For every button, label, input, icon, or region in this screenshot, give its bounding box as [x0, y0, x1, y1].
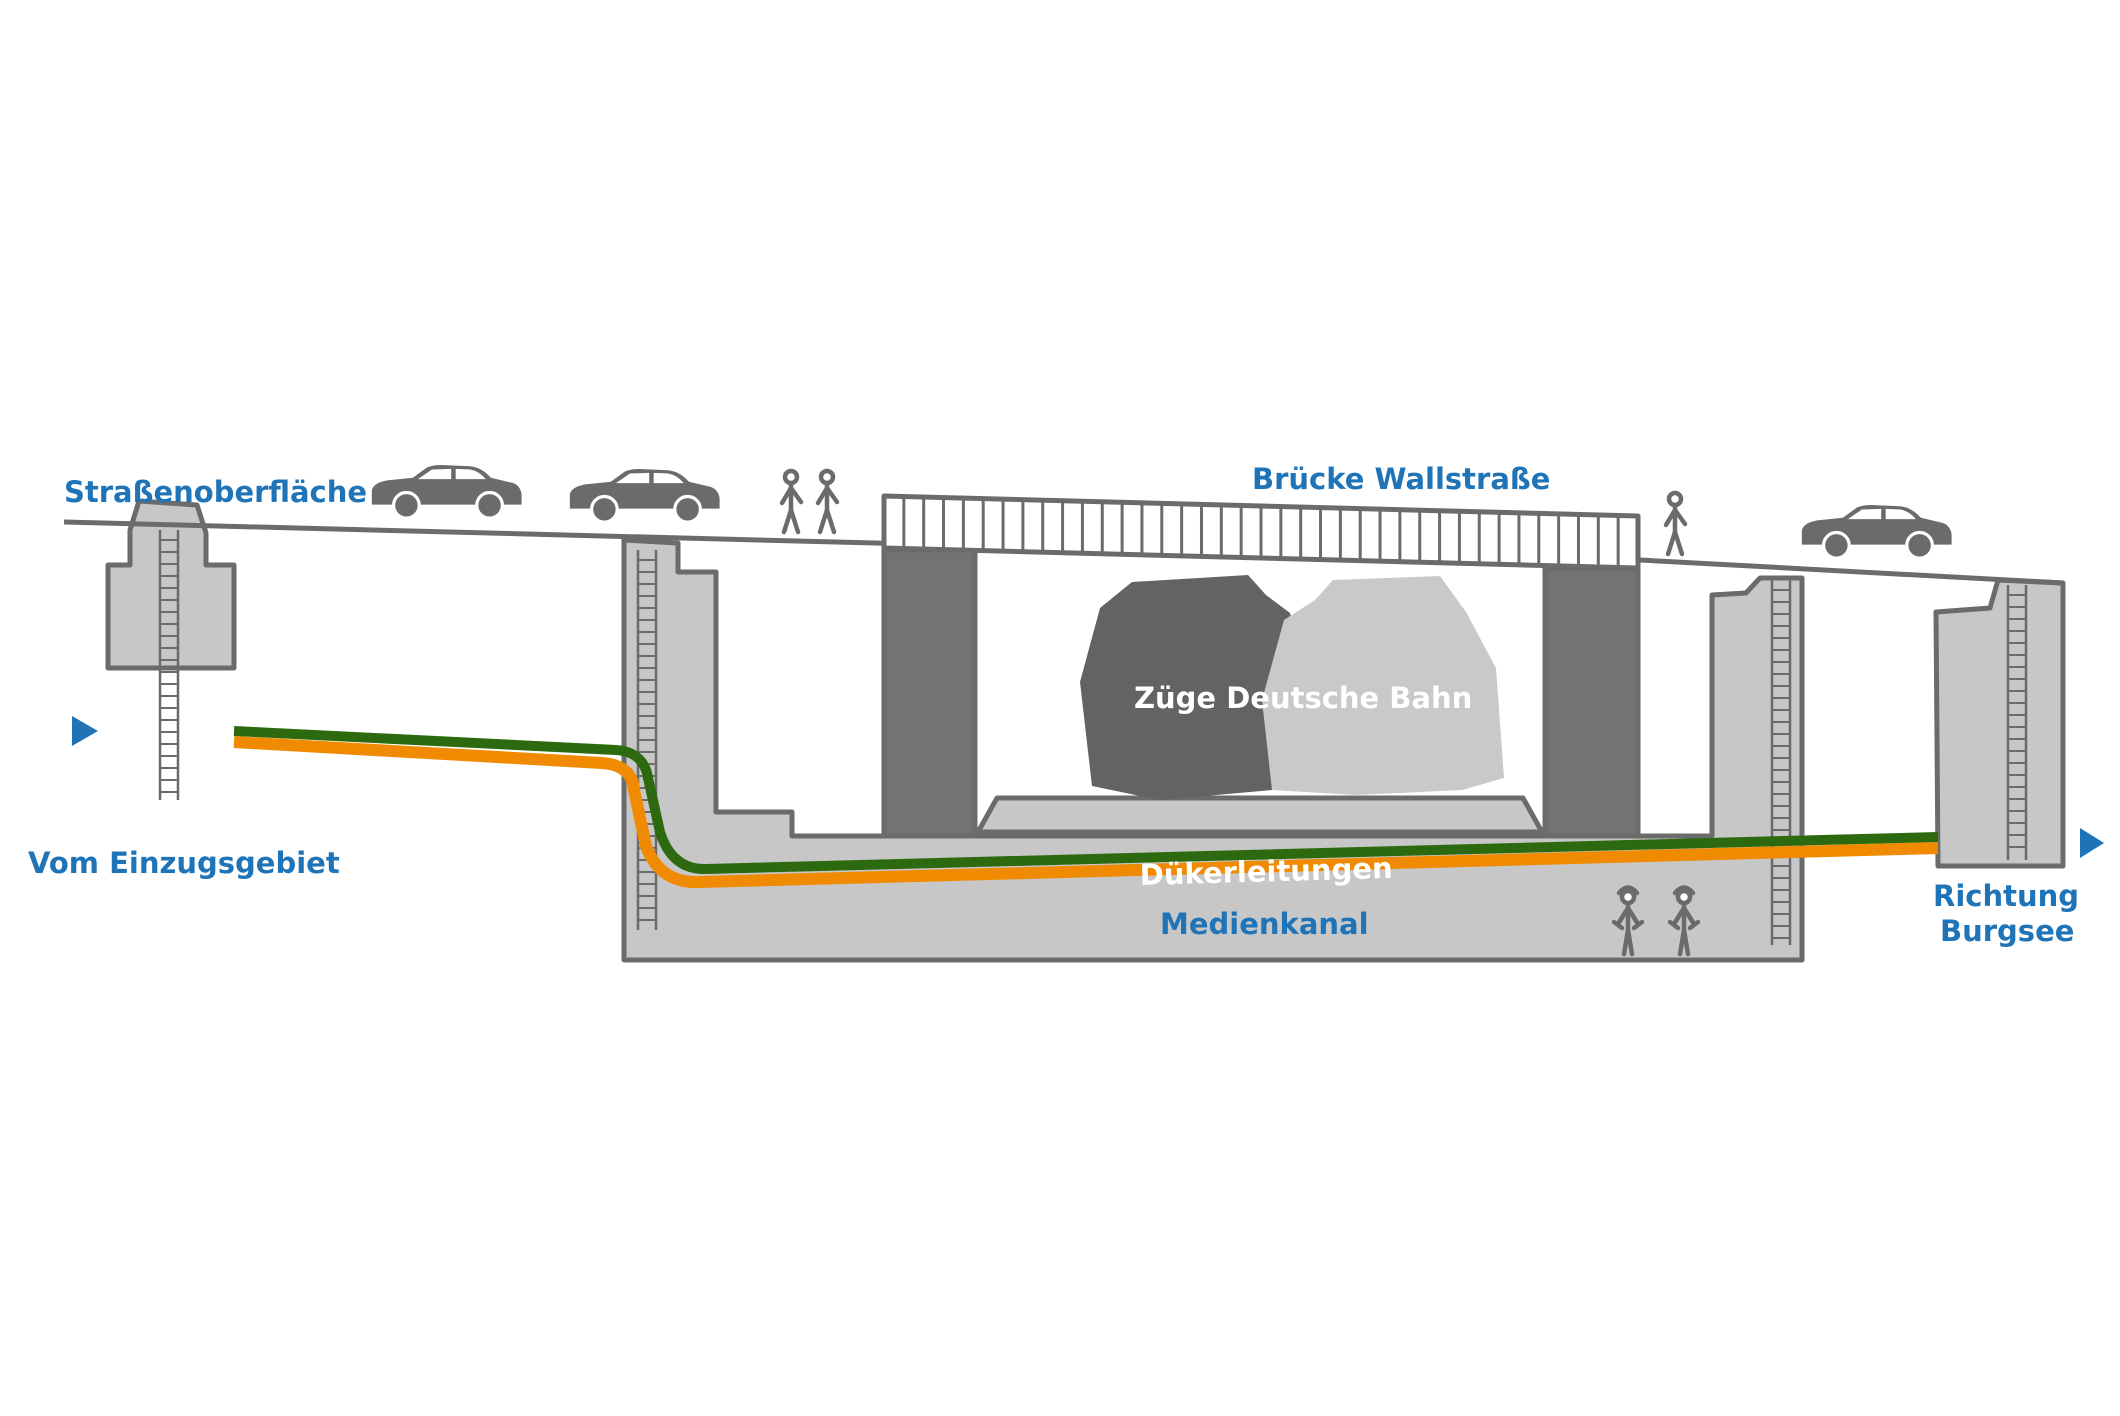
- train-dark: [1080, 575, 1300, 800]
- car-icon: [568, 467, 722, 524]
- shaft-right: [1933, 577, 2066, 869]
- ladder-icon: [1770, 580, 1792, 945]
- ladder-icon: [160, 539, 178, 793]
- flow-arrow-icon: [2080, 828, 2104, 858]
- flow-arrow-icon: [72, 716, 98, 746]
- bridge-pillar-right: [1542, 565, 1641, 839]
- pedestrian-icon: [818, 471, 837, 532]
- bridge-pillar-left: [881, 547, 978, 839]
- ladder-icon: [1772, 589, 1790, 939]
- car-icon: [370, 463, 524, 520]
- label-direction-line2: Burgsee: [1940, 914, 2074, 948]
- label-from-catchment: Vom Einzugsgebiet: [28, 846, 340, 880]
- ladder-icon: [2008, 594, 2026, 848]
- bridge-railing-bars: [902, 496, 1620, 568]
- pipe-orange: [233, 736, 1939, 889]
- train-light: [1262, 576, 1504, 795]
- label-utility-channel: Medienkanal: [1160, 907, 1369, 941]
- label-direction-line1: Richtung: [1933, 879, 2079, 913]
- pipe-green: [233, 726, 1939, 874]
- car-icon: [1800, 503, 1954, 560]
- pedestrian-icon: [782, 471, 801, 532]
- label-culvert-lines: Dükerleitungen: [1139, 851, 1393, 892]
- label-road-surface: Straßenoberfläche: [64, 475, 367, 509]
- label-trains: Züge Deutsche Bahn: [1134, 681, 1472, 715]
- label-bridge: Brücke Wallstraße: [1252, 462, 1550, 496]
- road-surface-line-right: [1639, 557, 2064, 586]
- pedestrian-icon: [1666, 493, 1685, 554]
- track-bed: [975, 795, 1545, 835]
- shaft-left: [105, 498, 237, 671]
